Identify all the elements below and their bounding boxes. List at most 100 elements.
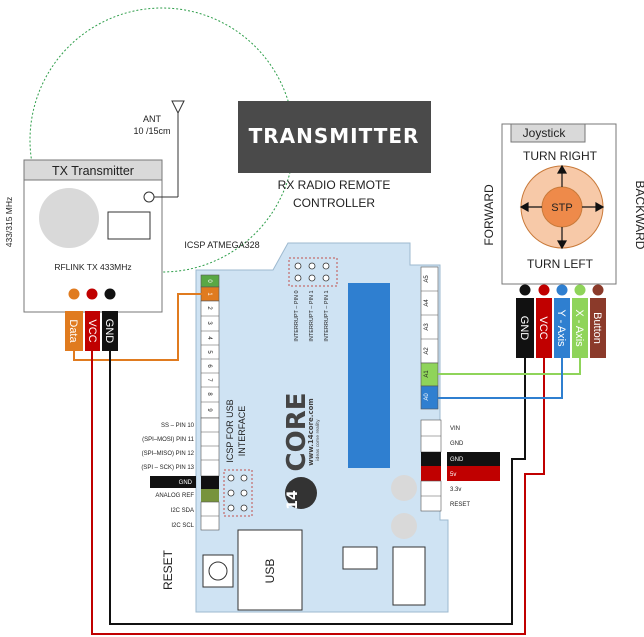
arduino-board [195,242,449,613]
label-aref: ANALOG REF [155,493,194,499]
joy-pin-x: X - Axis [573,309,585,347]
label-sda: I2C SDA [171,508,194,514]
joy-pin-dot-gnd [519,284,531,296]
pin-8: 8 [206,392,212,396]
label-5v: 5v [450,472,456,478]
logo-brand: CORE [282,393,312,472]
crystal-component [342,546,378,570]
y-axis-wire [438,358,563,399]
pin-6: 6 [206,364,212,368]
joy-pin-dot-vcc [538,284,550,296]
tx-freq-label: 433/315 MHz [4,197,14,248]
rx-subtitle-line1: RX RADIO REMOTE [278,178,391,192]
interrupt-label-2: INTERRUPT – PIN 1 [324,290,330,341]
digital-header [200,274,220,419]
data-wire [73,293,205,361]
label-scl: I2C SCL [171,523,194,529]
logo-url: www.14core.com [307,398,315,465]
tx-name: RFLINK TX 433MHz [54,262,131,272]
stp-label: STP [551,202,572,214]
label-miso: (SPI–MISO) PIN 12 [142,451,195,457]
x-axis-wire [438,358,581,375]
capacitor-1 [391,475,417,501]
turn-right-label: TURN RIGHT [523,149,598,163]
tx-chip [107,211,151,240]
joy-pin-gnd: GND [518,316,530,341]
logo-tagline: ideas come reality [315,419,321,461]
tx-pin-dot-data [68,288,80,300]
digital-pin-numbers: 0 1 2 3 4 5 6 7 8 9 [206,279,212,412]
regulator-component [392,546,426,606]
pin-5: 5 [206,350,212,354]
capacitor-2 [391,513,417,539]
pin-1: 1 [206,292,212,296]
usb-port [237,529,303,611]
label-gnd-1: GND [450,441,464,447]
label-reset-pin: RESET [450,502,470,508]
analog-pin-labels: A5 A4 A3 A2 A1 A0 [424,275,430,401]
interrupt-label-0: INTERRUPT – PIN 0 [294,290,300,341]
reset-label: RESET [161,549,175,590]
tx-crystal [39,188,99,248]
label-ss: SS – PIN 10 [161,423,195,429]
icsp-top-header [288,257,338,287]
joystick-module [501,123,617,358]
joy-pin-dot-button [592,284,604,296]
pin-a1: A1 [424,370,430,378]
tx-pin-vcc: VCC [86,319,98,342]
power-labels: VIN GND GND 5v 3.3v RESET [450,426,470,508]
label-3v3: 3.3v [450,487,461,493]
antenna-pad [143,191,155,203]
left-header-labels: SS – PIN 10 (SPI–MOSI) PIN 11 (SPI–MISO)… [141,423,196,529]
antenna-length: 10 /15cm [133,126,170,136]
tx-pin-data: Data [67,319,79,343]
joy-pin-y: Y - Axis [555,309,567,347]
tx-pin-gnd: GND [103,319,115,344]
14core-logo: 14 CORE www.14core.com ideas come realit… [282,393,321,510]
tx-pin-dot-vcc [86,288,98,300]
pin-0: 0 [206,279,212,283]
antenna-icon [154,100,185,198]
turn-left-label: TURN LEFT [527,257,594,271]
pin-a4: A4 [424,299,430,307]
pin-9: 9 [206,408,212,412]
joystick-arrows-icon [519,164,605,250]
backward-label: BACKWARD [633,181,644,250]
pin-7: 7 [206,378,212,382]
joystick-header: Joystick [523,126,567,140]
joy-pin-button: Button [591,312,603,344]
antenna-label: ANT [143,114,162,124]
rx-subtitle-line2: CONTROLLER [293,196,375,210]
left-lower-header [200,417,220,531]
pin-a3: A3 [424,323,430,331]
vcc-wire [91,351,545,635]
tx-pin-dot-gnd [104,288,116,300]
icsp-usb-header [223,469,253,517]
joy-pin-dot-x [574,284,586,296]
usb-label: USB [263,559,277,584]
icsp-label: ICSP ATMEGA328 [184,240,259,250]
label-vin: VIN [450,426,460,432]
power-header [420,419,500,512]
label-gnd-2: GND [450,457,464,463]
label-sck: (SPI – SCK) PIN 13 [141,465,194,471]
label-mosi: (SPI–MOSI) PIN 11 [142,437,195,443]
icsp-top-pins [294,262,330,282]
pin-3: 3 [206,321,212,325]
joy-pin-dot-y [556,284,568,296]
transmitter-banner [238,101,431,173]
pin-a2: A2 [424,347,430,355]
wires [73,293,581,635]
logo-number: 14 [285,490,301,510]
pin-4: 4 [206,336,212,340]
pin-2: 2 [206,306,212,310]
pin-a0: A0 [424,393,430,401]
joy-pin-vcc: VCC [537,316,549,339]
tx-header: TX Transmitter [52,164,134,178]
label-gnd-left: GND [179,480,193,486]
analog-header [420,266,439,410]
icsp-usb-line2: INTERFACE [237,406,247,457]
microcontroller-chip [348,283,390,468]
icsp-usb-line1: ICSP FOR USB [225,399,235,462]
